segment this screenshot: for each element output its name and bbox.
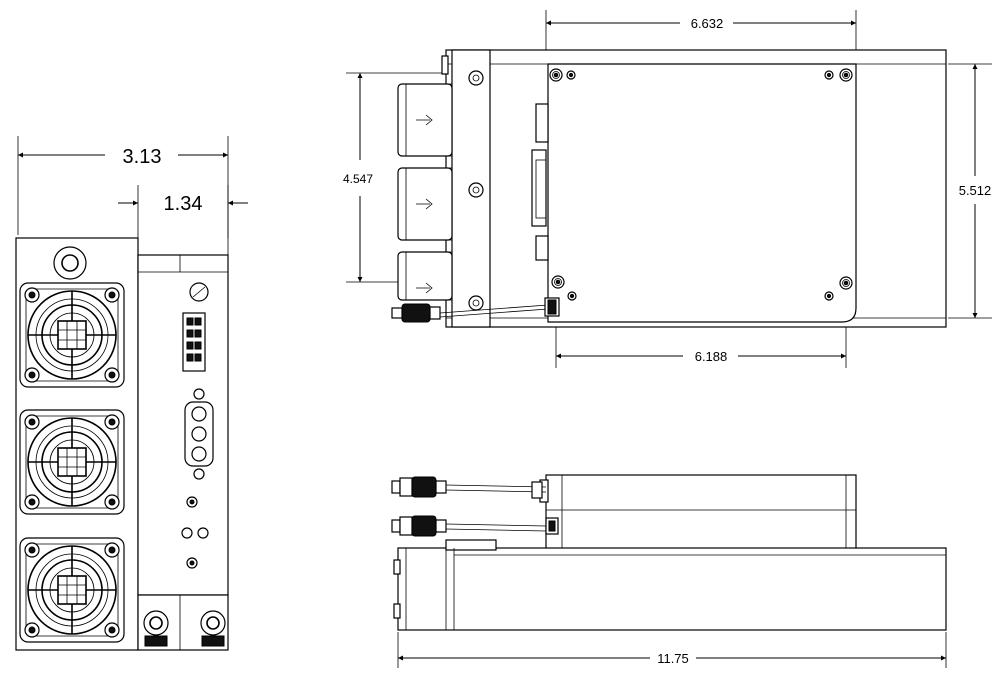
fan-housing [397, 83, 453, 301]
side-module-upper [545, 474, 857, 550]
side-module [137, 254, 229, 596]
fan-icon [19, 282, 125, 388]
front-view: 3.13 1.34 [15, 136, 248, 651]
side-view: 11.75 [391, 474, 947, 668]
rca-connector [401, 303, 431, 323]
dim-left-width: 3.13 [123, 146, 162, 168]
dim-bottom-spacing: 6.188 [695, 349, 728, 364]
rca-connector [411, 515, 437, 537]
circuit-board [547, 63, 857, 323]
front-knob [53, 246, 87, 280]
rca-connector [411, 476, 437, 498]
dim-left-depth: 1.34 [164, 193, 203, 215]
chassis-side [397, 547, 947, 631]
terminal-block [182, 312, 206, 372]
dim-top-spacing: 6.632 [691, 16, 724, 31]
top-view: 6.632 4.547 5.512 6.188 [343, 10, 992, 368]
dim-left-height: 4.547 [343, 172, 373, 186]
fan-icon [19, 537, 125, 643]
output-terminal [200, 610, 226, 636]
output-terminal [143, 610, 169, 636]
dim-side-length: 11.75 [657, 651, 689, 666]
fan-icon [19, 409, 125, 515]
dim-right-height: 5.512 [959, 183, 992, 198]
